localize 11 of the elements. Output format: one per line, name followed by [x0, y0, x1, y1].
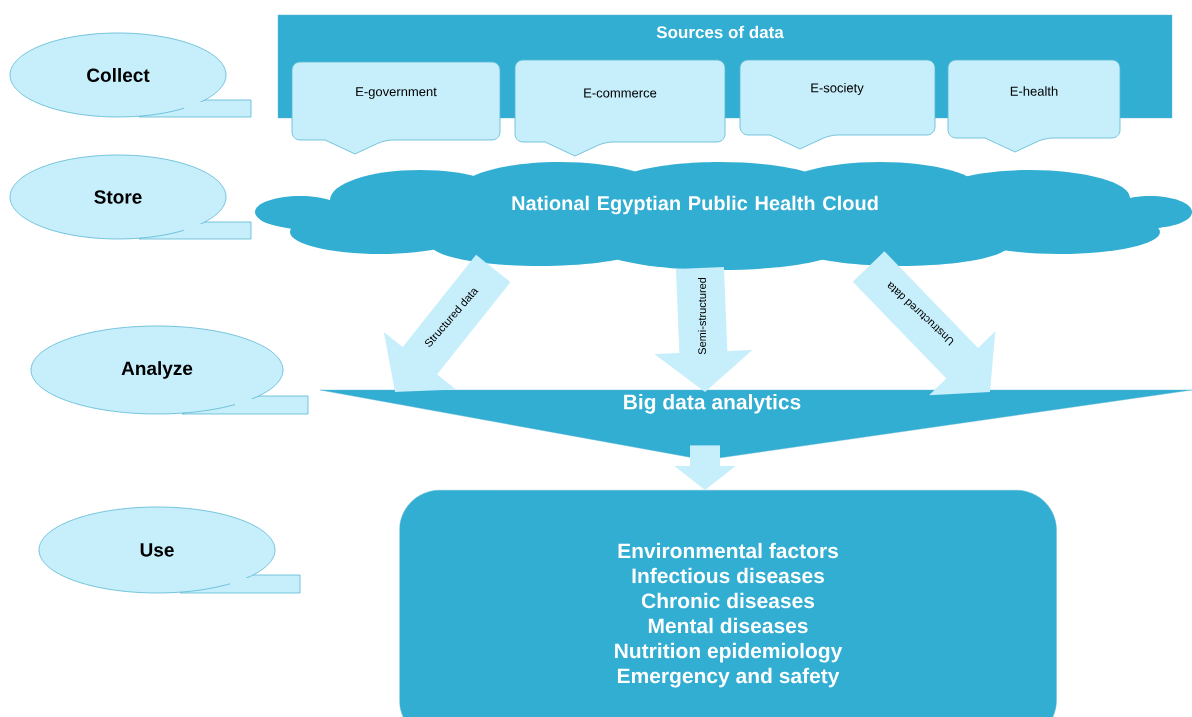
callout-box: E-commerce [514, 59, 726, 157]
edge-label: Semi-structured [697, 277, 707, 355]
callout-box: E-government [291, 61, 501, 155]
speech-bubble: Use [38, 506, 301, 594]
cloud: National Egyptian Public Health Cloud [255, 162, 1192, 270]
speech-bubble: Collect [9, 32, 252, 118]
callout-box: E-health [947, 59, 1121, 153]
speech-bubble: Analyze [30, 325, 309, 415]
speech-bubble: Store [9, 154, 252, 240]
callout-box: E-society [739, 59, 936, 150]
result-box: Environmental factors Infectious diseases Chronic diseases Mental diseases Nutrition epidemiology Emergency and safety [399, 490, 1057, 717]
